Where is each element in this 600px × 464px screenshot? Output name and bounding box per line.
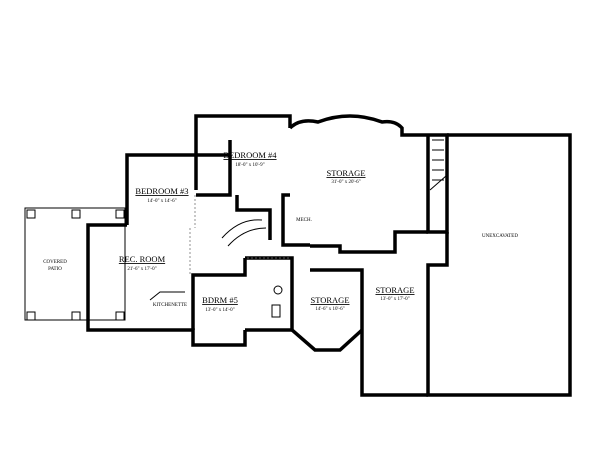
room-bedroom-3: BEDROOM #3 14'-0" x 14'-6" bbox=[135, 186, 188, 204]
walls bbox=[86, 114, 572, 397]
room-dimensions: 13'-0" x 17'-0" bbox=[380, 297, 409, 302]
room-dimensions: 31'-0" x 20'-6" bbox=[331, 180, 360, 185]
kitchenette-label: KITCHENETTE bbox=[153, 303, 187, 308]
room-label: BEDROOM #4 bbox=[223, 150, 277, 160]
room-storage-main: STORAGE 31'-0" x 20'-6" bbox=[326, 168, 365, 185]
room-bdrm-5: BDRM #5 13'-0" x 14'-0" bbox=[202, 295, 238, 313]
room-covered-patio: COVERED PATIO bbox=[43, 260, 67, 272]
room-dimensions: 13'-0" x 14'-0" bbox=[205, 308, 234, 313]
room-dimensions: 21'-6" x 17'-0" bbox=[127, 267, 156, 272]
interior-details bbox=[24, 139, 447, 321]
unexcavated-label: UNEXCAVATED bbox=[482, 234, 518, 239]
room-label: BEDROOM #3 bbox=[135, 186, 188, 196]
patio-label-line2: PATIO bbox=[48, 267, 62, 272]
room-dimensions: 14'-6" x 10'-6" bbox=[315, 307, 344, 312]
room-storage-right: STORAGE 13'-0" x 17'-0" bbox=[375, 285, 414, 302]
room-label: STORAGE bbox=[375, 285, 414, 295]
room-dimensions: 14'-0" x 14'-6" bbox=[147, 199, 176, 204]
room-dimensions: 18'-0" x 10'-9" bbox=[235, 163, 264, 168]
room-storage-small: STORAGE 14'-6" x 10'-6" bbox=[310, 295, 349, 312]
room-bedroom-4: BEDROOM #4 18'-0" x 10'-9" bbox=[223, 150, 277, 168]
room-label: BDRM #5 bbox=[202, 295, 238, 305]
mech-label: MECH. bbox=[296, 218, 312, 223]
room-rec-room: REC. ROOM 21'-6" x 17'-0" bbox=[119, 254, 166, 272]
patio-label-line1: COVERED bbox=[43, 260, 67, 265]
room-label: REC. ROOM bbox=[119, 254, 166, 264]
room-label: STORAGE bbox=[326, 168, 365, 178]
room-label: STORAGE bbox=[310, 295, 349, 305]
